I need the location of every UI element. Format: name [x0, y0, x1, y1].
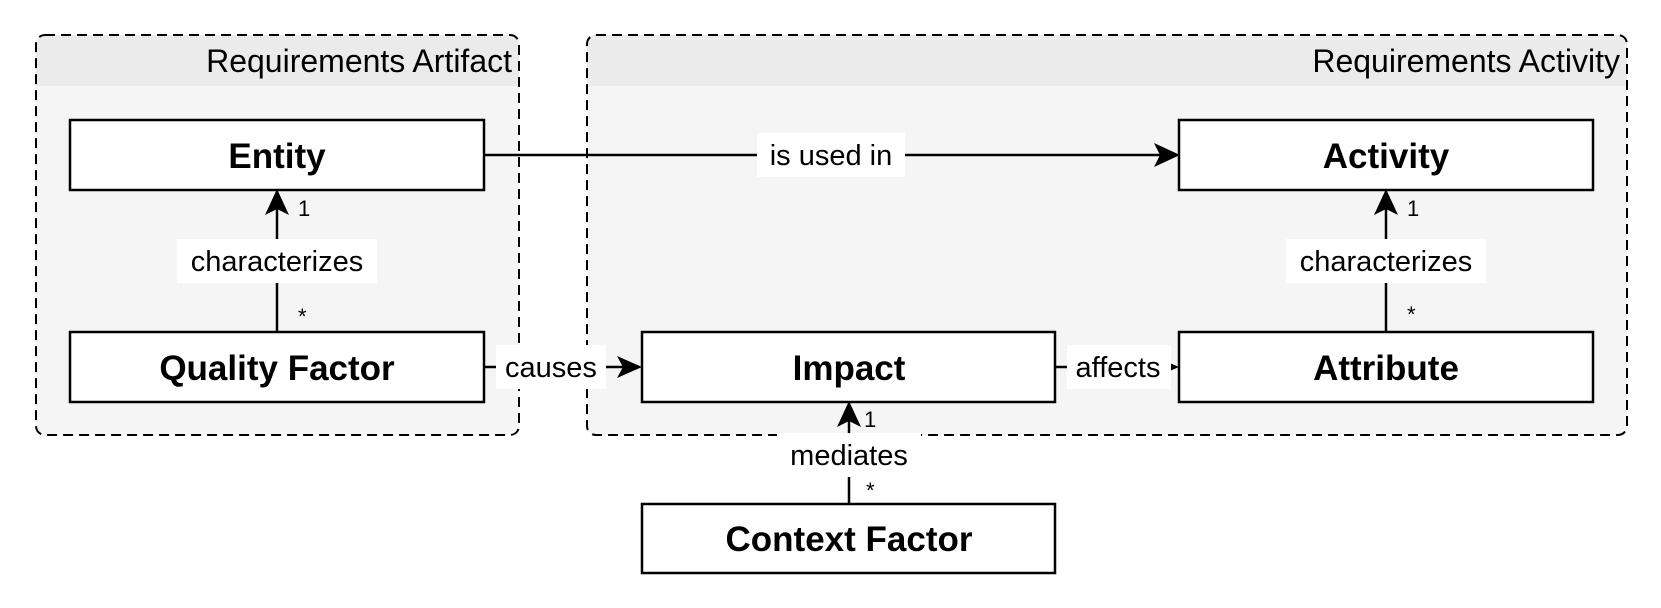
- node-label-activity: Activity: [1323, 137, 1450, 176]
- node-quality-factor[interactable]: Quality Factor: [68, 330, 486, 404]
- node-label-attribute: Attribute: [1313, 349, 1459, 388]
- node-context-factor[interactable]: Context Factor: [640, 502, 1057, 575]
- node-entity[interactable]: Entity: [68, 118, 486, 192]
- node-activity[interactable]: Activity: [1177, 118, 1595, 192]
- multiplicity-entity-end: 1: [298, 196, 310, 221]
- edge-is-used-in: is used in: [484, 133, 1180, 177]
- arrowhead-characterizes-entity: [265, 189, 289, 215]
- multiplicity-activity-end: 1: [1407, 196, 1419, 221]
- edge-characterizes-activity: characterizes 1 *: [1286, 189, 1486, 331]
- node-impact[interactable]: Impact: [640, 330, 1057, 404]
- arrowhead-is-used-in: [1154, 143, 1180, 167]
- node-label-context-factor: Context Factor: [726, 520, 973, 559]
- group-title-activity: Requirements Activity: [1312, 43, 1620, 79]
- edge-label-characterizes-activity: characterizes: [1300, 246, 1472, 278]
- arrowhead-mediates: [837, 401, 861, 427]
- edge-label-affects: affects: [1076, 352, 1161, 384]
- multiplicity-context-factor-end: *: [866, 478, 875, 503]
- group-title-artifact: Requirements Artifact: [206, 43, 512, 79]
- node-label-quality-factor: Quality Factor: [159, 349, 395, 388]
- multiplicity-attribute-end: *: [1407, 302, 1416, 327]
- edge-label-causes: causes: [505, 352, 597, 384]
- node-label-entity: Entity: [228, 137, 326, 176]
- arrowhead-causes: [617, 356, 642, 378]
- edge-characterizes-entity: characterizes 1 *: [177, 189, 377, 331]
- edge-mediates: mediates 1 *: [777, 401, 921, 503]
- node-attribute[interactable]: Attribute: [1177, 330, 1595, 404]
- node-label-impact: Impact: [793, 349, 906, 388]
- multiplicity-quality-factor-end: *: [298, 304, 307, 329]
- edge-causes: causes: [484, 345, 642, 389]
- arrowhead-characterizes-activity: [1374, 189, 1398, 215]
- edge-affects: affects: [1055, 345, 1179, 389]
- edge-label-is-used-in: is used in: [770, 140, 893, 172]
- edge-label-characterizes-entity: characterizes: [191, 246, 363, 278]
- edge-label-mediates: mediates: [790, 440, 908, 472]
- multiplicity-impact-end: 1: [864, 407, 876, 432]
